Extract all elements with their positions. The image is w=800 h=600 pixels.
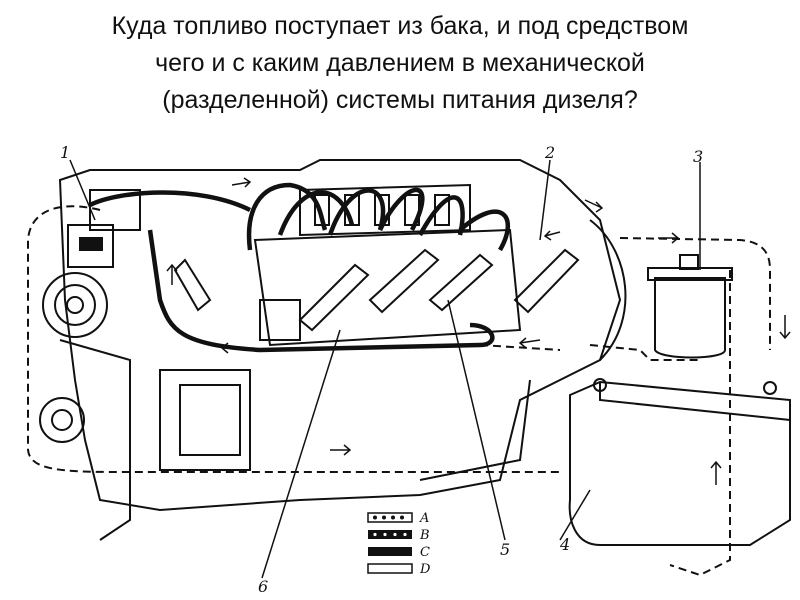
callout-6: 6 — [258, 577, 268, 596]
callout-1: 1 — [60, 143, 70, 162]
legend-swatch-b — [368, 530, 412, 539]
fuel-filter — [647, 254, 733, 359]
question-text: Куда топливо поступает из бака, и под ср… — [10, 8, 790, 119]
question-line-3: (разделенной) системы питания дизеля? — [162, 86, 638, 114]
legend-label-a: A — [419, 511, 429, 526]
injectors — [173, 248, 580, 332]
legend-swatch-a — [367, 512, 413, 523]
question-line-2: чего и с каким давлением в механической — [155, 49, 645, 77]
callout-4: 4 — [559, 535, 570, 554]
engine-block — [39, 159, 627, 541]
callout-3: 3 — [693, 147, 703, 166]
legend-label-b: B — [419, 528, 430, 543]
callout-2: 2 — [544, 143, 555, 162]
legend: A B C D — [367, 511, 431, 577]
legend-label-d: D — [419, 562, 431, 577]
legend-swatch-d — [367, 563, 413, 574]
high-pressure-lines — [88, 182, 511, 353]
legend-label-c: C — [420, 545, 430, 560]
leader-lines — [69, 159, 701, 579]
fuel-tank — [568, 378, 791, 546]
return-lines — [27, 205, 771, 577]
callout-5: 5 — [500, 540, 510, 559]
flow-arrows — [166, 177, 791, 485]
primary-filter — [67, 224, 114, 268]
legend-swatch-c — [368, 547, 412, 556]
question-line-1: Куда топливо поступает из бака, и под ср… — [111, 12, 689, 40]
